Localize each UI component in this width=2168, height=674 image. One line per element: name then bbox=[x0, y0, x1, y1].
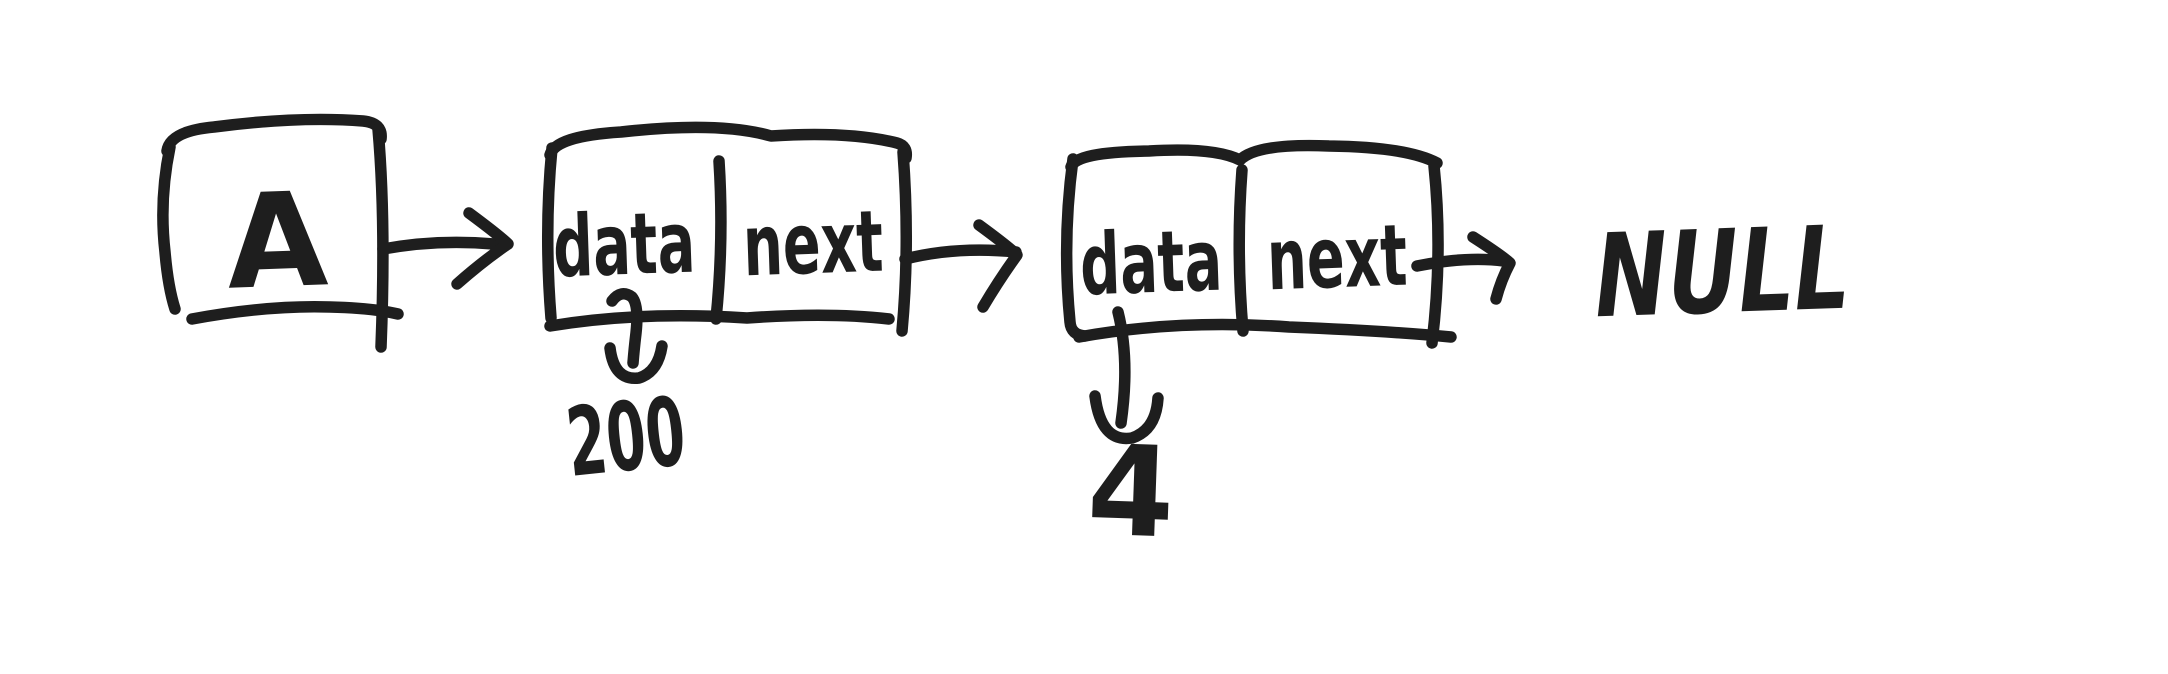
node2-box-bottom bbox=[1073, 318, 1457, 343]
node1-box-top bbox=[544, 121, 913, 164]
node2-box bbox=[1060, 139, 1457, 349]
null-label: NULL bbox=[1592, 202, 1852, 345]
node1-box-left bbox=[542, 142, 558, 324]
arrow-node2-to-null bbox=[1411, 231, 1516, 305]
arrow-shaft bbox=[1411, 253, 1510, 272]
arrow-head-icon bbox=[604, 340, 668, 384]
arrow-shaft bbox=[377, 236, 500, 255]
arrow-shaft bbox=[899, 244, 1022, 265]
head-label: A bbox=[224, 163, 330, 318]
node2-box-divider bbox=[1233, 164, 1249, 337]
label-layer: A data next 200 data next 4 NULL bbox=[224, 163, 1852, 566]
node1-box bbox=[542, 121, 913, 337]
head-box bbox=[157, 113, 404, 353]
node1-box-bottom bbox=[544, 309, 895, 332]
node2-value: 4 bbox=[1085, 419, 1177, 567]
arrow-shaft bbox=[1112, 306, 1131, 429]
node1-next-label: next bbox=[741, 193, 884, 297]
arrow-shaft bbox=[606, 288, 643, 369]
head-box-left bbox=[157, 141, 181, 315]
arrow-head-to-node1 bbox=[377, 207, 514, 290]
arrow-head-icon bbox=[1089, 390, 1164, 445]
arrow-head-icon bbox=[973, 219, 1023, 313]
node1-value: 200 bbox=[562, 377, 691, 499]
arrow-head-icon bbox=[1467, 231, 1516, 305]
arrow-head-icon bbox=[451, 207, 514, 290]
head-box-bottom bbox=[186, 301, 404, 325]
node2-data-label: data bbox=[1078, 212, 1223, 316]
node2-box-top bbox=[1065, 139, 1443, 173]
node1-data-label: data bbox=[551, 194, 696, 298]
node2-value-arrow bbox=[1089, 306, 1164, 445]
node2-next-label: next bbox=[1265, 207, 1408, 311]
node1-box-divider bbox=[710, 155, 727, 325]
node1-value-arrow bbox=[604, 288, 668, 384]
node1-box-right bbox=[896, 146, 912, 337]
node2-box-right bbox=[1426, 160, 1444, 349]
stroke-layer bbox=[157, 113, 1516, 445]
arrow-node1-to-node2 bbox=[899, 219, 1023, 313]
